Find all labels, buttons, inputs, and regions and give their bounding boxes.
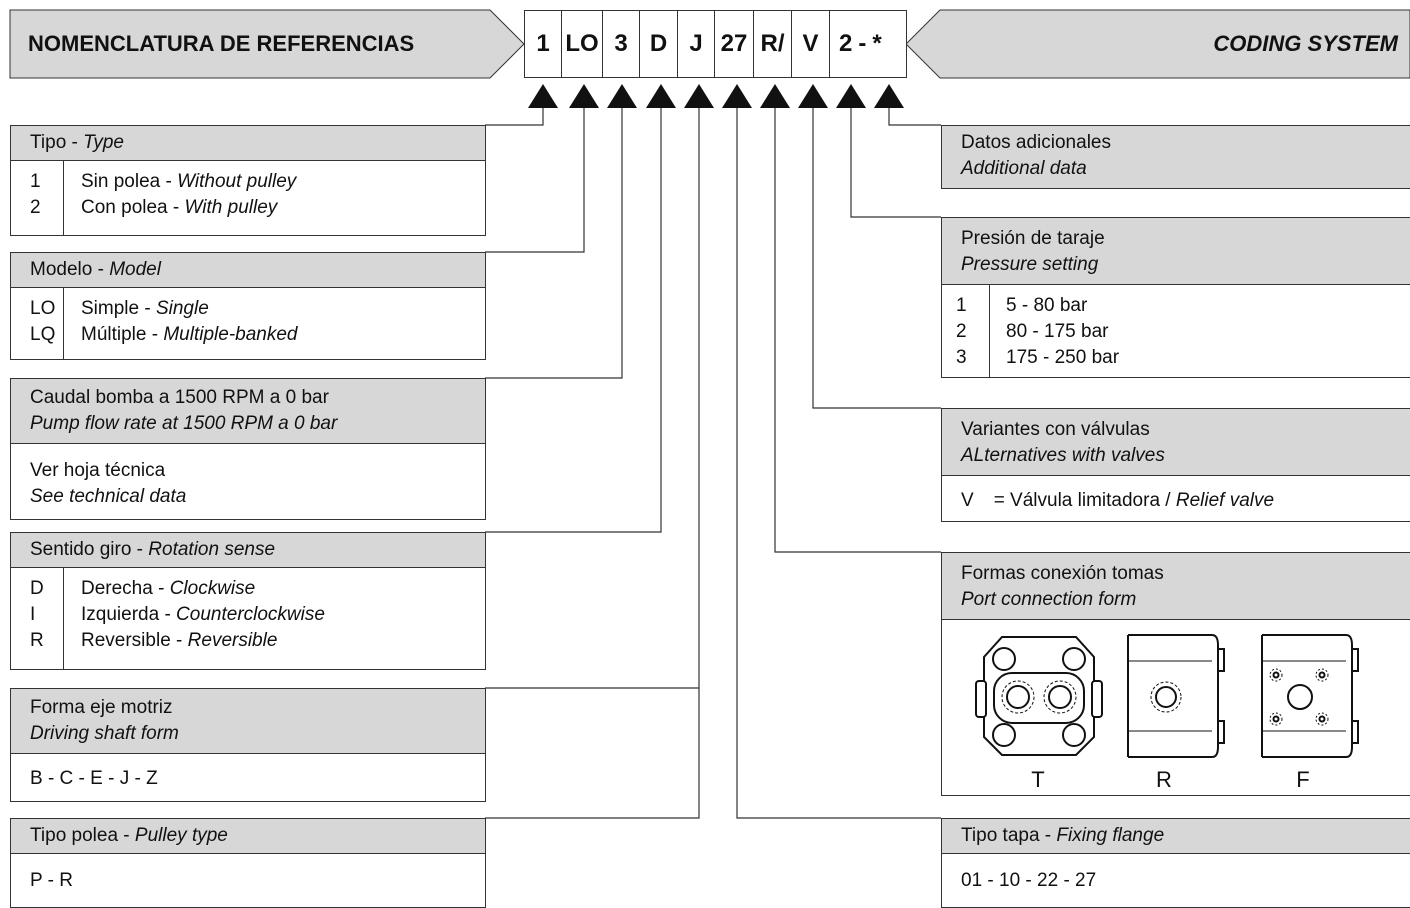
pulley-box: Tipo polea - Pulley type P - R [10,818,486,908]
right-banner-title: CODING SYSTEM [1213,31,1398,56]
code-pressure-digit: 2 [839,30,853,57]
pressure-row-1: 5 - 80 bar [1006,295,1088,316]
port-label-r: R [1156,767,1172,792]
port-form-t-drawing [975,636,1103,756]
model-row-2: Múltiple - Multiple-banked [81,324,298,345]
pulley-body: P - R [30,870,73,891]
rotation-row-3: Reversible - Reversible [81,630,278,651]
model-header: Modelo - Model [11,253,485,288]
pulley-header: Tipo polea - Pulley type [11,819,485,854]
code-cell-pressure: 2 - * [829,10,907,78]
flange-header: Tipo tapa - Fixing flange [942,819,1410,854]
shaft-body: B - C - E - J - Z [30,768,158,789]
right-banner-shape [905,9,1410,79]
code-additional-star: * [872,30,882,57]
code-cell-ports: R/ [753,10,792,78]
pointer-triangles [528,84,904,108]
code-cell-model: LO [561,10,603,78]
code-cell-shaft: J [677,10,715,78]
rotation-row-2: Izquierda - Counterclockwise [81,604,325,625]
connector-lines [485,108,941,819]
type-row-1: Sin polea - Without pulley [81,171,297,192]
port-label-t: T [1031,767,1045,792]
rotation-header: Sentido giro - Rotation sense [11,533,485,568]
code-cell-flange: 27 [714,10,754,78]
valves-body: V= Válvula limitadora / Relief valve [961,490,1275,511]
left-banner-shape [9,9,525,79]
code-dash: - [858,30,867,57]
pressure-row-2: 80 - 175 bar [1006,321,1109,342]
left-banner-title: NOMENCLATURA DE REFERENCIAS [28,31,415,56]
code-cell-type: 1 [524,10,562,78]
port-form-r-drawing [1127,634,1225,758]
code-cell-flow: 3 [602,10,640,78]
pressure-row-3: 175 - 250 bar [1006,347,1120,368]
type-row-2: Con polea - With pulley [81,197,278,218]
type-header: Tipo - Type [11,126,485,161]
port-label-f: F [1296,767,1310,792]
flange-body: 01 - 10 - 22 - 27 [961,870,1097,891]
code-cell-rotation: D [639,10,678,78]
code-cell-valves: V [791,10,830,78]
model-row-1: Simple - Single [81,298,209,319]
flange-box: Tipo tapa - Fixing flange 01 - 10 - 22 -… [941,818,1410,908]
port-form-f-drawing [1261,634,1359,758]
rotation-row-1: Derecha - Clockwise [81,578,256,599]
port-drawings [975,634,1359,758]
